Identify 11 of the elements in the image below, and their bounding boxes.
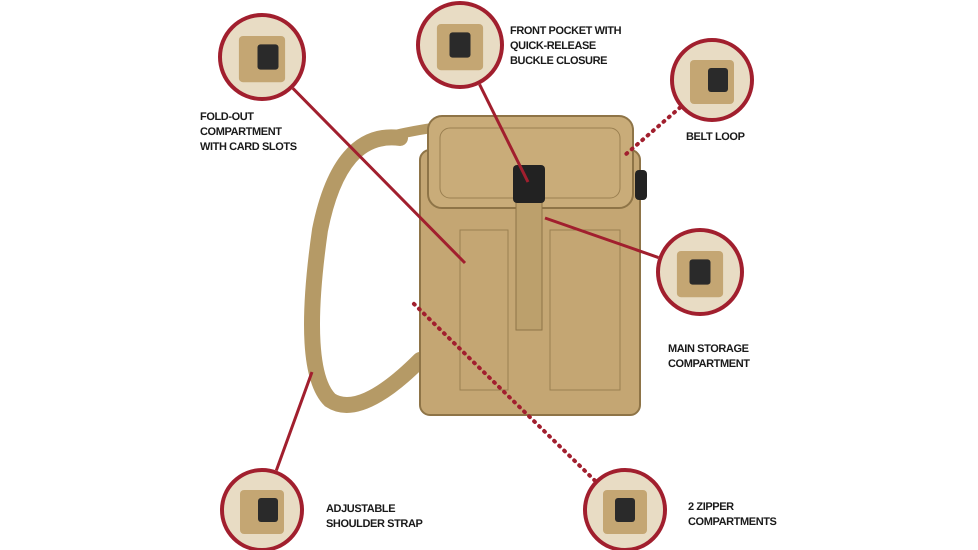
callout-label: FRONT POCKET WITH QUICK-RELEASE BUCKLE CLOSURE xyxy=(510,24,622,69)
callout-label: MAIN STORAGE COMPARTMENT xyxy=(668,342,751,372)
leader-line xyxy=(478,84,530,183)
callout-label: ADJUSTABLE SHOULDER STRAP xyxy=(326,502,424,532)
callout-label: BELT LOOP xyxy=(686,130,746,145)
leader-line xyxy=(292,87,466,264)
leader-line xyxy=(623,105,682,157)
callout-label: FOLD-OUT COMPARTMENT WITH CARD SLOTS xyxy=(200,110,298,155)
leader-line xyxy=(410,300,597,483)
callout-label: 2 ZIPPER COMPARTMENTS xyxy=(688,500,778,530)
leader-line xyxy=(274,371,314,472)
